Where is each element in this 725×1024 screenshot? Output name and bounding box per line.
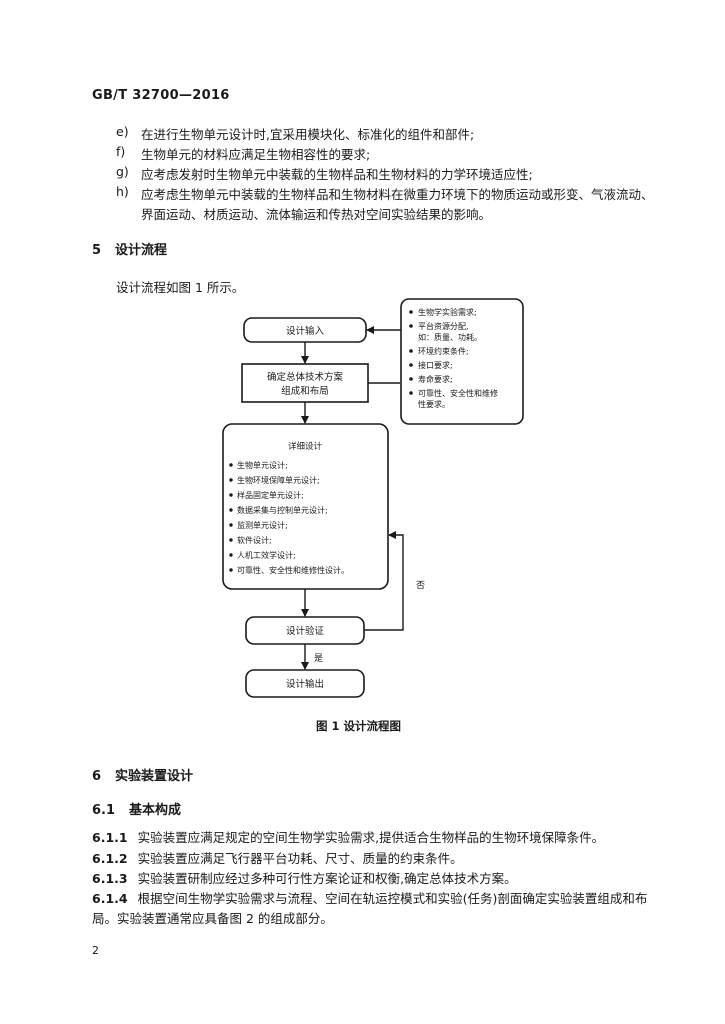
clause-number: 6.1.1: [92, 830, 128, 845]
clause-number: 6.1.2: [92, 851, 128, 866]
detailed-design-title: 详细设计: [288, 441, 323, 452]
clause-number: 6.1.3: [92, 871, 128, 886]
list-text: 应考虑发射时生物单元中装载的生物样品和生物材料的力学环境适应性;: [141, 167, 533, 182]
list-text-continuation: 界面运动、材质运动、流体输运和传热对空间实验结果的影响。: [141, 207, 492, 222]
detail-item: 生物单元设计;: [237, 460, 288, 470]
detail-item: 人机工效学设计;: [237, 550, 296, 560]
design-input-label: 设计输入: [286, 325, 325, 337]
requirement-item: 寿命要求;: [418, 374, 453, 384]
requirement-item: 环境约束条件;: [418, 346, 469, 356]
section-title: 基本构成: [129, 803, 182, 818]
clause-text: 实验装置研制应经过多种可行性方案论证和权衡,确定总体技术方案。: [137, 871, 517, 886]
list-text: 生物单元的材料应满足生物相容性的要求;: [141, 147, 371, 162]
clause-text: 根据空间生物学实验需求与流程、空间在轨运控模式和实验(任务)剖面确定实验装置组成…: [137, 891, 648, 906]
overall-scheme-box: 确定总体技术方案 组成和布局: [241, 363, 369, 403]
clause-paragraph: 6.1.2 实验装置应满足飞行器平台功耗、尺寸、质量的约束条件。: [92, 848, 463, 867]
detailed-design-box: 详细设计 生物单元设计; 生物环境保障单元设计; 样品固定单元设计; 数据采集与…: [222, 423, 389, 590]
list-marker: f): [116, 144, 126, 159]
figure-caption: 图 1 设计流程图: [316, 719, 402, 733]
list-marker: e): [116, 124, 129, 139]
clause-paragraph: 6.1.4 根据空间生物学实验需求与流程、空间在轨运控模式和实验(任务)剖面确定实…: [92, 888, 647, 907]
section-5-intro: 设计流程如图 1 所示。: [116, 280, 245, 295]
clause-text: 实验装置应满足规定的空间生物学实验需求,提供适合生物样品的生物环境保障条件。: [137, 830, 605, 845]
detail-item: 样品固定单元设计;: [237, 490, 304, 500]
requirement-item: 接口要求;: [418, 360, 453, 370]
detail-item: 可靠性、安全性和维修性设计。: [237, 565, 349, 575]
no-label: 否: [416, 580, 425, 591]
section-5-heading: 5 设计流程: [92, 239, 167, 258]
design-verification-label: 设计验证: [286, 625, 325, 637]
requirement-item: 生物学实验需求;: [418, 307, 477, 317]
section-number: 6.1: [92, 803, 116, 818]
page-number: 2: [92, 944, 99, 957]
list-text: 应考虑生物单元中装载的生物样品和生物材料在微重力环境下的物质运动或形变、气液流动…: [141, 187, 654, 202]
standard-code: GB/T 32700—2016: [92, 88, 230, 103]
clause-paragraph: 6.1.3 实验装置研制应经过多种可行性方案论证和权衡,确定总体技术方案。: [92, 868, 517, 887]
section-title: 设计流程: [115, 243, 168, 258]
requirement-item: 可靠性、安全性和维修: [418, 388, 498, 398]
detail-item: 生物环境保障单元设计;: [237, 475, 320, 485]
design-output-box: 设计输出: [245, 669, 365, 698]
requirement-item-continuation: 性要求。: [418, 399, 450, 409]
requirement-item: 平台资源分配,: [418, 321, 469, 331]
list-marker: g): [116, 164, 129, 179]
section-6-heading: 6 实验装置设计: [92, 765, 193, 784]
detail-item: 数据采集与控制单元设计;: [237, 505, 328, 515]
design-flowchart: 设计输入 确定总体技术方案 组成和布局 生物学实验需求; 平台资源分配, 如：质…: [222, 298, 524, 698]
design-verification-box: 设计验证: [245, 616, 365, 645]
section-6-1-heading: 6.1 基本构成: [92, 799, 181, 818]
clause-paragraph: 6.1.1 实验装置应满足规定的空间生物学实验需求,提供适合生物样品的生物环境保障…: [92, 827, 604, 846]
clause-paragraph-continuation: 局。实验装置通常应具备图 2 的组成部分。: [92, 911, 333, 926]
design-input-box: 设计输入: [243, 317, 367, 343]
yes-label: 是: [314, 653, 323, 664]
requirement-item-continuation: 如：质量、功耗。: [418, 332, 482, 342]
section-title: 实验装置设计: [115, 769, 194, 784]
clause-text: 实验装置应满足飞行器平台功耗、尺寸、质量的约束条件。: [137, 851, 463, 866]
list-marker: h): [116, 184, 129, 199]
overall-scheme-label-line1: 确定总体技术方案: [267, 371, 344, 383]
arrow-no-loop: [364, 531, 404, 631]
detail-item: 监测单元设计;: [237, 520, 288, 530]
clause-number: 6.1.4: [92, 891, 128, 906]
list-text: 在进行生物单元设计时,宜采用模块化、标准化的组件和部件;: [141, 127, 475, 142]
design-output-label: 设计输出: [286, 678, 324, 690]
requirements-box: 生物学实验需求; 平台资源分配, 如：质量、功耗。 环境约束条件; 接口要求; …: [400, 298, 524, 425]
section-number: 6: [92, 769, 102, 784]
detail-item: 软件设计;: [237, 535, 272, 545]
overall-scheme-label-line2: 组成和布局: [281, 385, 329, 397]
section-number: 5: [92, 243, 102, 258]
